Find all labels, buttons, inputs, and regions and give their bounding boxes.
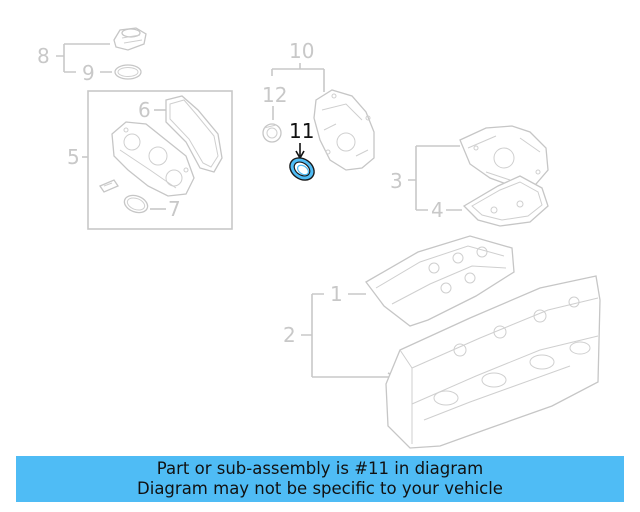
leader-2: [301, 294, 392, 378]
callout-3: 3: [390, 169, 403, 193]
callout-5: 5: [67, 145, 80, 169]
part-group-1-2: 1 2: [283, 235, 601, 449]
part-5-cover: [111, 121, 195, 197]
info-banner: Part or sub-assembly is #11 in diagram D…: [16, 456, 624, 502]
part-group-8-9: 8 9: [37, 27, 147, 85]
callout-8: 8: [37, 44, 50, 68]
part-12-seal: [262, 123, 282, 143]
part-9-o-ring: [114, 64, 142, 80]
leader-8-9: [56, 43, 112, 73]
part-group-3-4: 3 4: [390, 125, 549, 227]
part-bolt: [99, 179, 119, 193]
callout-4: 4: [431, 198, 444, 222]
banner-line-2: Diagram may not be specific to your vehi…: [137, 479, 503, 498]
callout-11: 11: [289, 119, 314, 143]
part-2-cylinder-head: [385, 275, 601, 449]
leader-10: [271, 63, 325, 92]
part-6-gasket: [165, 95, 223, 173]
part-group-5: 5 6 7: [67, 90, 233, 230]
part-4-gasket: [462, 175, 549, 227]
banner-line-1: Part or sub-assembly is #11 in diagram: [156, 459, 484, 478]
callout-2: 2: [283, 323, 296, 347]
part-8-cap: [113, 27, 147, 51]
leader-3-4: [408, 145, 462, 211]
callout-7: 7: [168, 197, 181, 221]
callout-1: 1: [330, 282, 343, 306]
part-3-housing: [459, 125, 549, 187]
part-11-oil-seal-highlighted: [289, 157, 315, 181]
callout-10: 10: [289, 39, 314, 63]
callout-9: 9: [82, 61, 95, 85]
part-1-head-cover: [365, 235, 515, 327]
part-10-timing-cover: [313, 89, 375, 171]
part-7-ring: [123, 194, 149, 214]
part-group-10-12: 10 12 11: [262, 39, 375, 181]
callout-6: 6: [138, 98, 151, 122]
callout-12: 12: [262, 83, 287, 107]
